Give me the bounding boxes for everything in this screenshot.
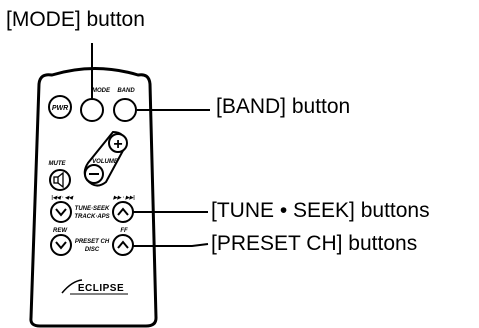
volume-rocker: + [83,130,128,187]
tune-seek-up-button[interactable] [112,201,134,223]
mode-button-callout: [MODE] button [6,8,145,31]
band-label: BAND [117,88,135,94]
preset-ch-buttons-callout: [PRESET CH] buttons [211,232,418,255]
eclipse-logo: ECLIPSE [61,279,128,295]
tune-seek-label: TUNE·SEEK [75,206,110,212]
preset-ch-label: PRESET CH [75,239,110,245]
chevron-up-icon [117,207,129,216]
band-button-callout: [BAND] button [216,95,351,118]
chevron-up-icon [117,240,129,249]
mute-label: MUTE [49,161,67,167]
track-aps-label: TRACK·APS [74,214,109,220]
band-button[interactable] [113,98,137,122]
remote-outline [29,67,158,328]
preset-ch-up-button[interactable] [112,234,134,256]
volume-down-button[interactable] [84,164,104,184]
tune-seek-down-button[interactable] [50,201,72,223]
preset-ch-leader-line [133,243,209,247]
mode-button[interactable] [80,98,104,122]
plus-icon: + [113,136,122,153]
volume-up-button[interactable]: + [108,133,128,153]
speaker-icon [53,171,64,189]
mute-button[interactable] [49,169,71,191]
brand-logo-text: ECLIPSE [78,283,124,294]
rew-label: REW [53,228,68,234]
disc-label: DISC [85,247,100,253]
pwr-button[interactable]: PWR [48,95,72,119]
preset-ch-down-button[interactable] [50,234,72,256]
tune-seek-buttons-callout: [TUNE • SEEK] buttons [211,199,430,222]
skip-left-label: |◀◀ · ◀◀ [51,195,73,201]
chevron-down-icon [55,208,67,217]
ff-label: FF [120,228,128,234]
mode-label: MODE [92,88,111,94]
chevron-down-icon [55,241,67,250]
pwr-label: PWR [52,105,68,112]
skip-right-label: ▶▶ · ▶▶| [112,195,135,201]
volume-label: VOLUME [92,159,119,165]
